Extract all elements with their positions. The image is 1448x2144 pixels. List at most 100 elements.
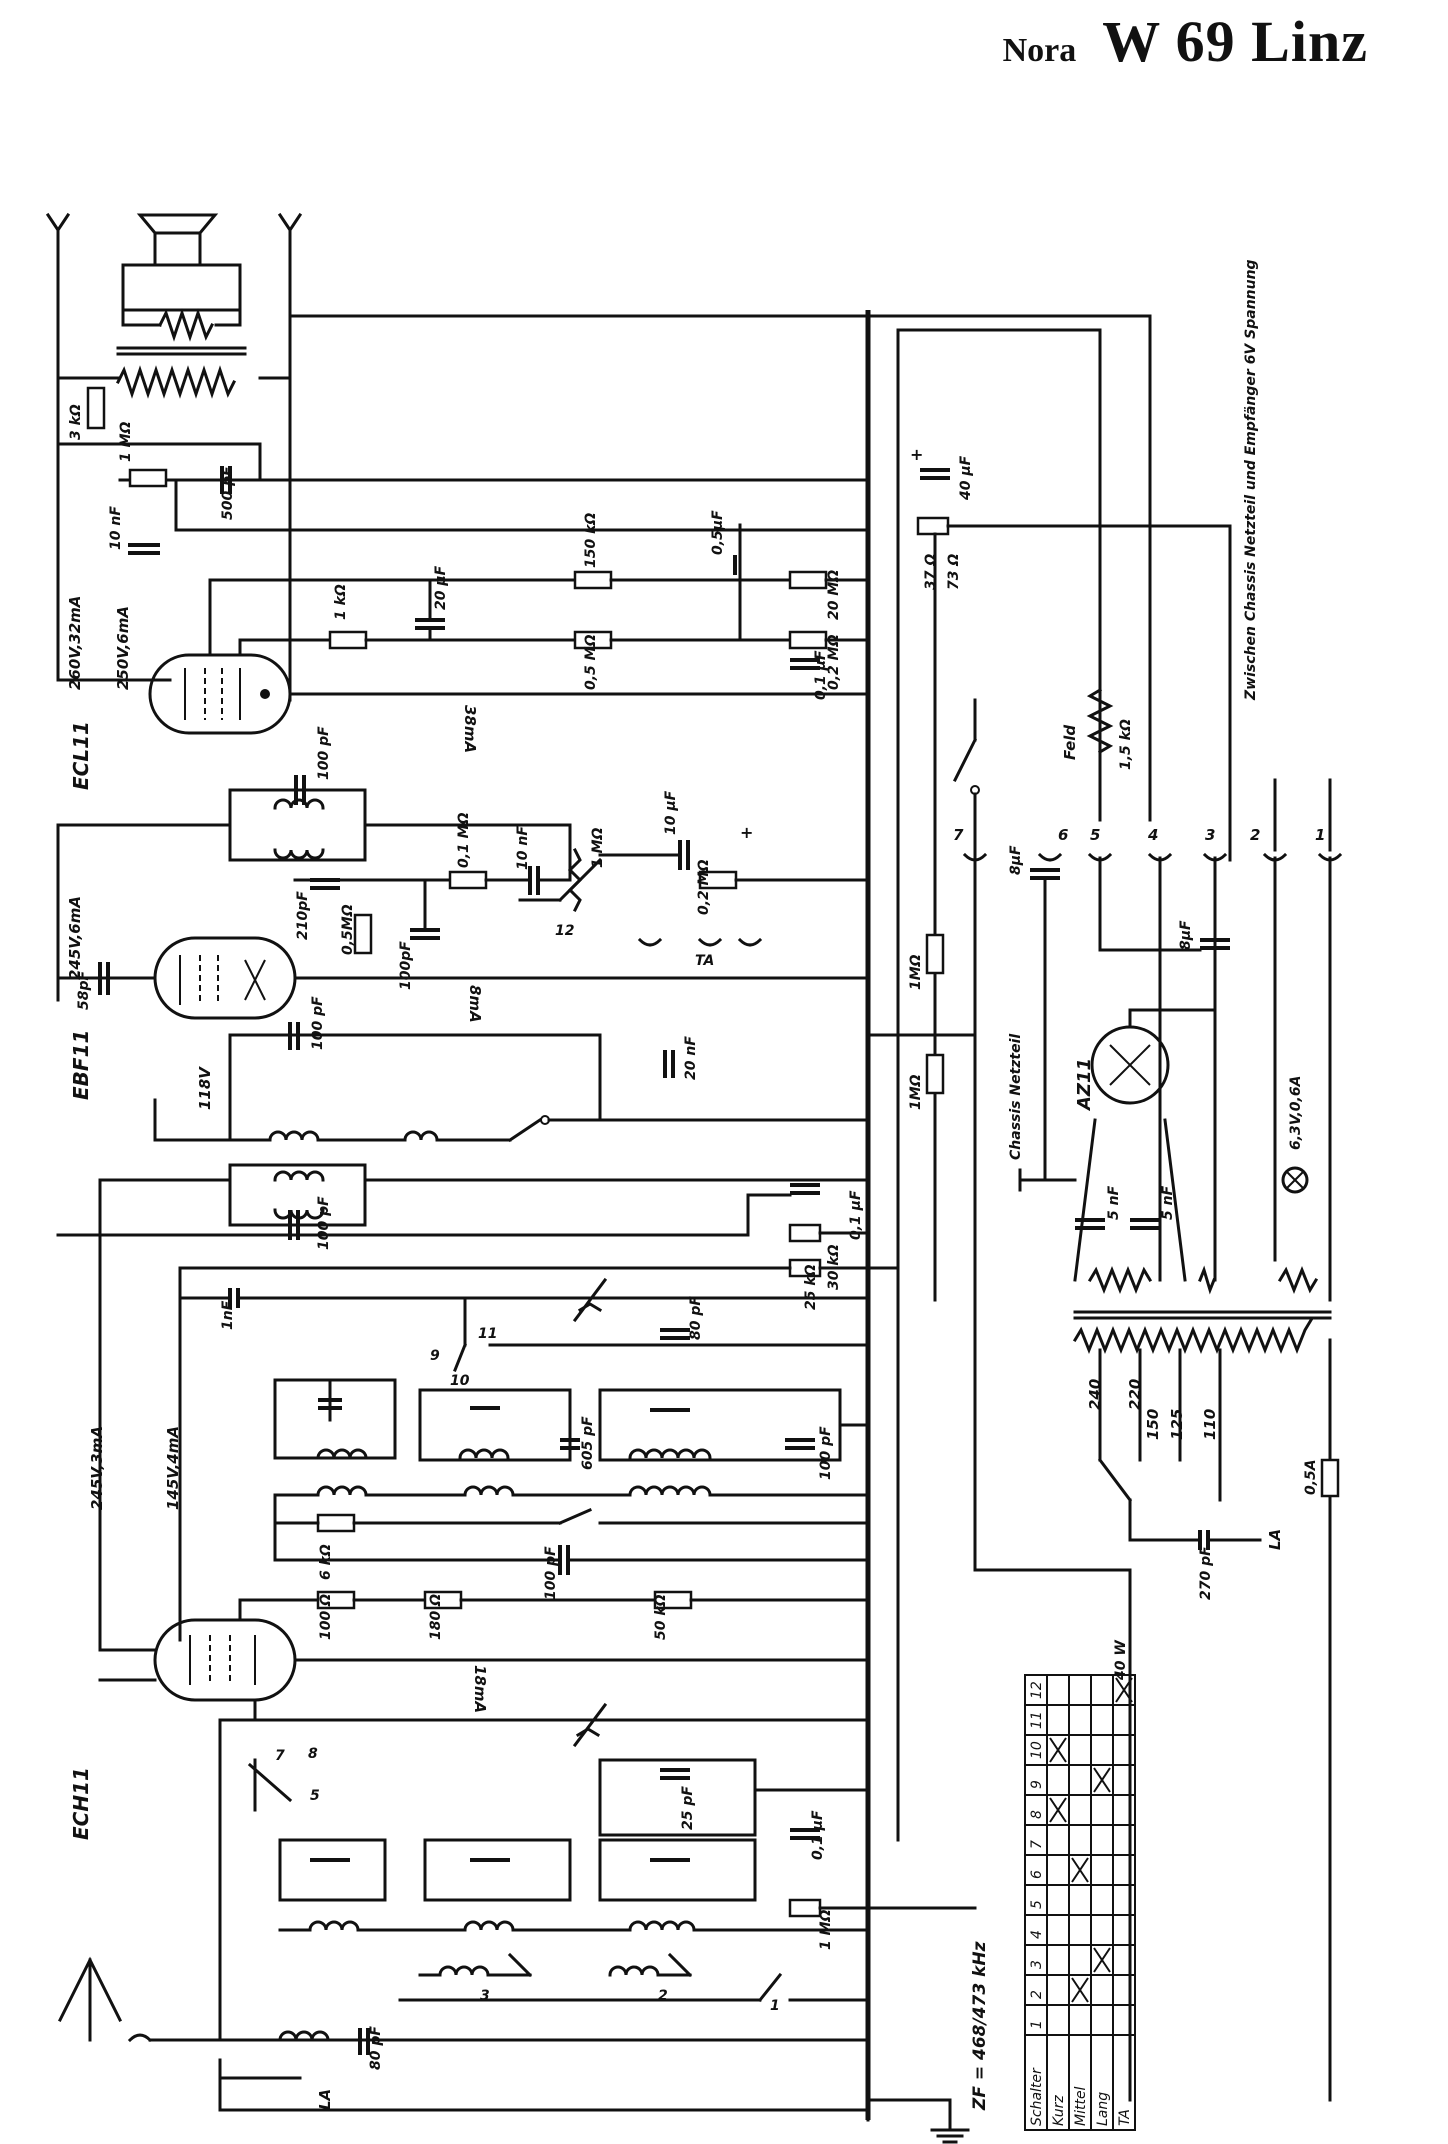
label-c-05u: 0,5µF [710,510,726,555]
resistor-1m [128,468,168,488]
svg-text:11: 11 [478,1326,497,1342]
pilot-lamp [1281,1166,1309,1194]
label-c-100p-d: 100 pF [316,1196,332,1250]
switch-table-col: 11 [1029,1711,1045,1729]
switch-mark [1071,1977,1089,2003]
label-c-5n-b: 5 nF [1160,1185,1176,1220]
switch-mark [1071,1857,1089,1883]
resistor-3k [86,386,106,430]
label-ech11-v1: 245V,3mA [88,1426,106,1510]
label-c-100p-f: 100 pF [543,1546,559,1600]
label-fuse: 0,5A [1303,1459,1319,1495]
svg-text:2: 2 [1250,826,1260,844]
label-c-8u: 8µF [1008,845,1024,875]
svg-text:4: 4 [1147,826,1158,844]
label-ech11-v2: 145V,4mA [164,1426,182,1510]
label-ebf11-v1: 245V,6mA [66,896,84,980]
label-r-1m-a: 1MΩ [908,954,924,990]
label-c-01u-b: 0,1 µF [848,1190,864,1240]
svg-text:5: 5 [310,1788,320,1804]
label-c-80p: 80 pF [688,1296,704,1340]
svg-text:10: 10 [450,1373,470,1389]
tube-ech11 [153,1618,297,1702]
switch-table-col: 3 [1029,1960,1045,1969]
switch-table-col: 5 [1029,1900,1045,1909]
page-header: Nora W 69 Linz [1003,8,1368,75]
speaker [115,213,247,399]
svg-text:1: 1 [1315,826,1325,844]
label-r-1m: 1 MΩ [118,421,134,462]
switch-table-col: 8 [1029,1810,1045,1819]
label-r-180: 180 Ω [428,1594,444,1640]
label-r-02m: 0,2 MΩ [826,634,842,690]
antenna-input [57,1956,153,2043]
switch-mark [1093,1947,1111,1973]
label-r-05m-b: 0,5MΩ [340,904,356,955]
label-tube-ebf11: EBF11 [69,1030,93,1100]
label-c-100p-e: 100 pF [818,1426,834,1480]
tap-125: 125 [1168,1409,1186,1440]
label-field-r: 1,5 kΩ [1118,719,1134,770]
power-transformer [1072,1265,1332,1355]
switch-table-row-label: Mittel [1073,2086,1089,2126]
tube-ebf11 [153,936,297,1020]
svg-text:3: 3 [1205,826,1215,844]
svg-text:9: 9 [430,1348,440,1364]
tap-240: 240 [1086,1379,1104,1410]
label-r-100: 100 Ω [318,1594,334,1640]
label-field: Feld [1061,725,1079,760]
switch-table-col: 12 [1029,1681,1045,1699]
resistor-150k [573,570,613,590]
label-ech11-ma: 18mA [471,1665,489,1713]
switch-table-col: 7 [1029,1840,1045,1849]
antenna-terminals [45,212,303,702]
svg-text:8: 8 [308,1746,318,1762]
label-c-10n-b: 10 nF [515,826,531,870]
svg-text:5: 5 [1090,826,1100,844]
label-r-50k: 50 kΩ [653,1594,669,1640]
label-tube-ech11: ECH11 [69,1767,93,1840]
label-la-antenna: LA [316,2089,334,2110]
switch-mark [1093,1767,1111,1793]
label-lamp: 6,3V,0,6A [1288,1076,1304,1150]
label-ecl11-ma: 38mA [461,705,479,753]
resistor-1m-a [925,933,945,975]
label-r-01m: 0,1 MΩ [456,812,472,868]
connector-pins: 7 6 5 4 3 2 1 [953,778,1343,1572]
label-r-6k: 6 kΩ [318,1544,334,1580]
label-c-210p: 210pF [295,891,311,940]
label-c-5n-a: 5 nF [1106,1185,1122,1220]
tap-150: 150 [1144,1409,1162,1440]
label-chassis: Chassis Netzteil [1008,1034,1024,1160]
svg-text:+: + [740,823,753,842]
label-zf: ZF = 468/473 kHz [970,1941,990,2111]
label-c-01u: 0,1 µF [813,650,829,700]
label-r-73: 73 Ω [946,554,962,590]
switch-table-col: 10 [1029,1741,1045,1759]
svg-text:7: 7 [275,1748,285,1764]
label-c-10n: 10 nF [108,506,124,550]
label-r-20m: 20 MΩ [826,570,842,620]
label-c-1n: 1nF [220,1300,236,1330]
label-tube-ecl11: ECL11 [69,721,93,790]
label-c-8u2: 8µF [1178,920,1194,950]
label-c-40u: 40 µF [958,455,974,501]
switch-table-col: 6 [1029,1870,1045,1879]
label-c-58p: 58pF [76,970,92,1010]
switch-mark [1049,1737,1067,1763]
model-title: W 69 Linz [1102,9,1368,74]
tube-ecl11 [148,653,292,735]
switch-table-col: 1 [1029,2020,1045,2029]
label-ecl11-v1: 260V,32mA [66,596,84,690]
ground-bus [148,310,970,2144]
tube-az11 [1090,1025,1170,1105]
label-c-100p-c: 100 pF [310,996,326,1050]
brand-name: Nora [1002,32,1077,69]
label-r-37: 37 Ω [923,554,939,590]
tap-110: 110 [1201,1409,1219,1440]
label-r-1m-b: 1MΩ [908,1074,924,1110]
label-power: 40 W [1113,1640,1129,1681]
label-r-05m: 0,5 MΩ [583,634,599,690]
switch-table-col: 4 [1029,1930,1045,1939]
